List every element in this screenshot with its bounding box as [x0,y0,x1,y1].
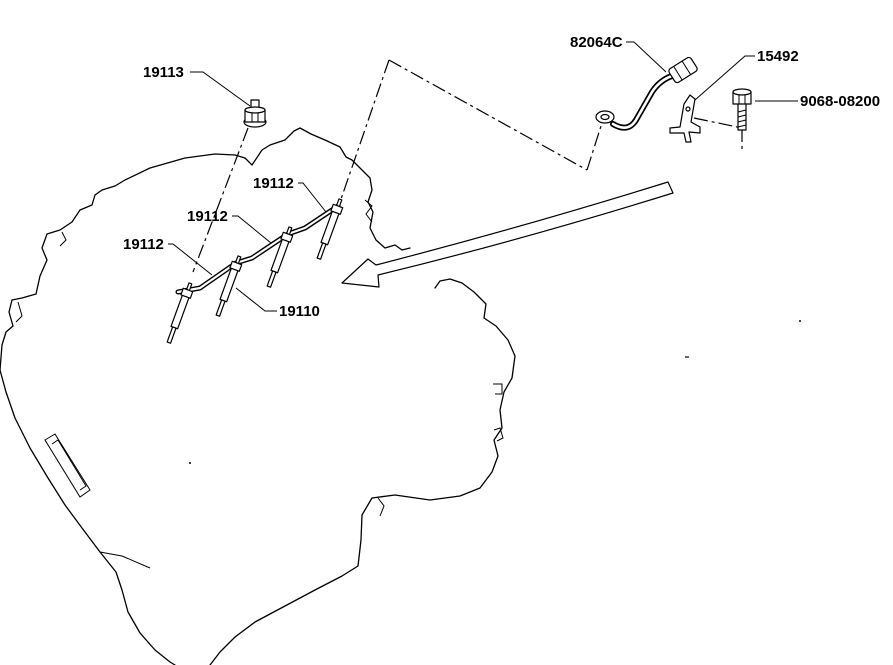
bracket-15492 [669,94,701,143]
callout-19112-lower: 19112 [123,236,164,253]
stray-dots [189,320,801,464]
wire-82064c [595,56,698,131]
glow-plug [166,282,194,344]
engine-outline [0,127,516,665]
callout-15492: 15492 [757,48,799,65]
leader-lines [168,41,798,312]
glow-plug-connector [175,203,341,295]
nut-19113 [243,99,267,128]
callout-19113: 19113 [143,64,184,81]
callout-9068-08200: 9068-08200 [800,93,880,110]
callout-19110: 19110 [279,303,320,320]
direction-arrow [341,181,674,288]
bolt-9068-08200 [732,88,752,131]
center-lines [192,59,743,273]
glow-plug [266,226,294,288]
callout-19112-upper: 19112 [253,175,294,192]
glow-plug [316,198,344,260]
glow-plug [215,255,243,317]
callout-82064c: 82064C [570,34,623,51]
callout-19112-middle: 19112 [187,208,228,225]
